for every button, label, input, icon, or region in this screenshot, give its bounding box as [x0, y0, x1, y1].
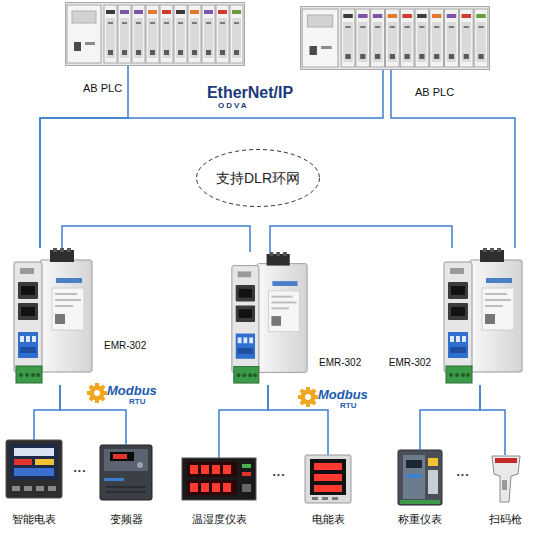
- ellipsis-mark: ...: [456, 466, 469, 479]
- field-device: 称重仪表: [398, 450, 442, 505]
- plc-chassis-picture: [301, 7, 490, 70]
- protocol-logo-text: Modbus: [107, 384, 157, 398]
- network-cable: [270, 226, 452, 252]
- network-cable: [480, 385, 505, 455]
- device-name: 温湿度仪表: [192, 513, 247, 526]
- plc-chassis: AB PLC: [65, 2, 245, 66]
- modbus-gear-icon: [298, 387, 318, 407]
- device-name: 称重仪表: [398, 513, 442, 526]
- gateway-module: EMR-302: [10, 248, 95, 385]
- protocol-logo-subtext: ODVA: [218, 102, 249, 111]
- weighing-indicator-picture: [398, 450, 442, 505]
- network-cable: [391, 70, 515, 248]
- barcode-scanner-picture: [492, 456, 520, 502]
- gateway-module: EMR-302: [228, 252, 310, 385]
- network-cable: [62, 226, 250, 252]
- gateway-picture: [14, 248, 92, 383]
- gateway-picture: [444, 248, 522, 383]
- device-name: 智能电表: [12, 513, 56, 526]
- network-cable: [420, 385, 480, 450]
- module-name: EMR-302: [319, 357, 361, 369]
- device-name: 变频器: [110, 513, 143, 526]
- network-cable: [34, 385, 60, 440]
- gateway-picture: [232, 252, 307, 383]
- ring-ellipse: 支持DLR环网: [195, 148, 321, 208]
- inverter-picture: [100, 445, 152, 500]
- energy-meter-picture: [305, 455, 351, 503]
- device-name: 电能表: [312, 513, 345, 526]
- network-cable: [40, 66, 128, 248]
- protocol-logo-subtext: RTU: [340, 402, 356, 411]
- field-device: 扫码枪: [488, 455, 522, 503]
- module-name: EMR-302: [389, 357, 431, 369]
- field-device: 智能电表: [6, 440, 62, 498]
- smart-meter-picture: [6, 440, 62, 498]
- module-name: EMR-302: [104, 340, 146, 352]
- protocol-logo-text: EtherNet/IP: [207, 84, 293, 102]
- network-cable: [40, 70, 383, 248]
- field-device: 温湿度仪表: [182, 458, 256, 500]
- gateway-module: EMR-302: [440, 248, 525, 385]
- field-device: 变频器: [100, 445, 152, 500]
- ellipsis-mark: ...: [73, 462, 86, 475]
- ellipsis-mark: ...: [272, 466, 285, 479]
- plc-name: AB PLC: [415, 86, 454, 99]
- protocol-logo-text: Modbus: [318, 388, 368, 402]
- network-cable: [219, 385, 268, 458]
- plc-name: AB PLC: [83, 82, 122, 95]
- ellipse-outline-shape: [197, 150, 320, 207]
- plc-chassis: AB PLC: [300, 6, 490, 70]
- temperature-humidity-meter-picture: [182, 458, 256, 500]
- protocol-logo-subtext: RTU: [129, 398, 145, 407]
- modbus-gear-icon: [87, 383, 107, 403]
- field-device: 电能表: [305, 455, 351, 503]
- ring-note: 支持DLR环网: [216, 170, 300, 187]
- device-name: 扫码枪: [489, 513, 522, 526]
- plc-chassis-picture: [66, 3, 245, 66]
